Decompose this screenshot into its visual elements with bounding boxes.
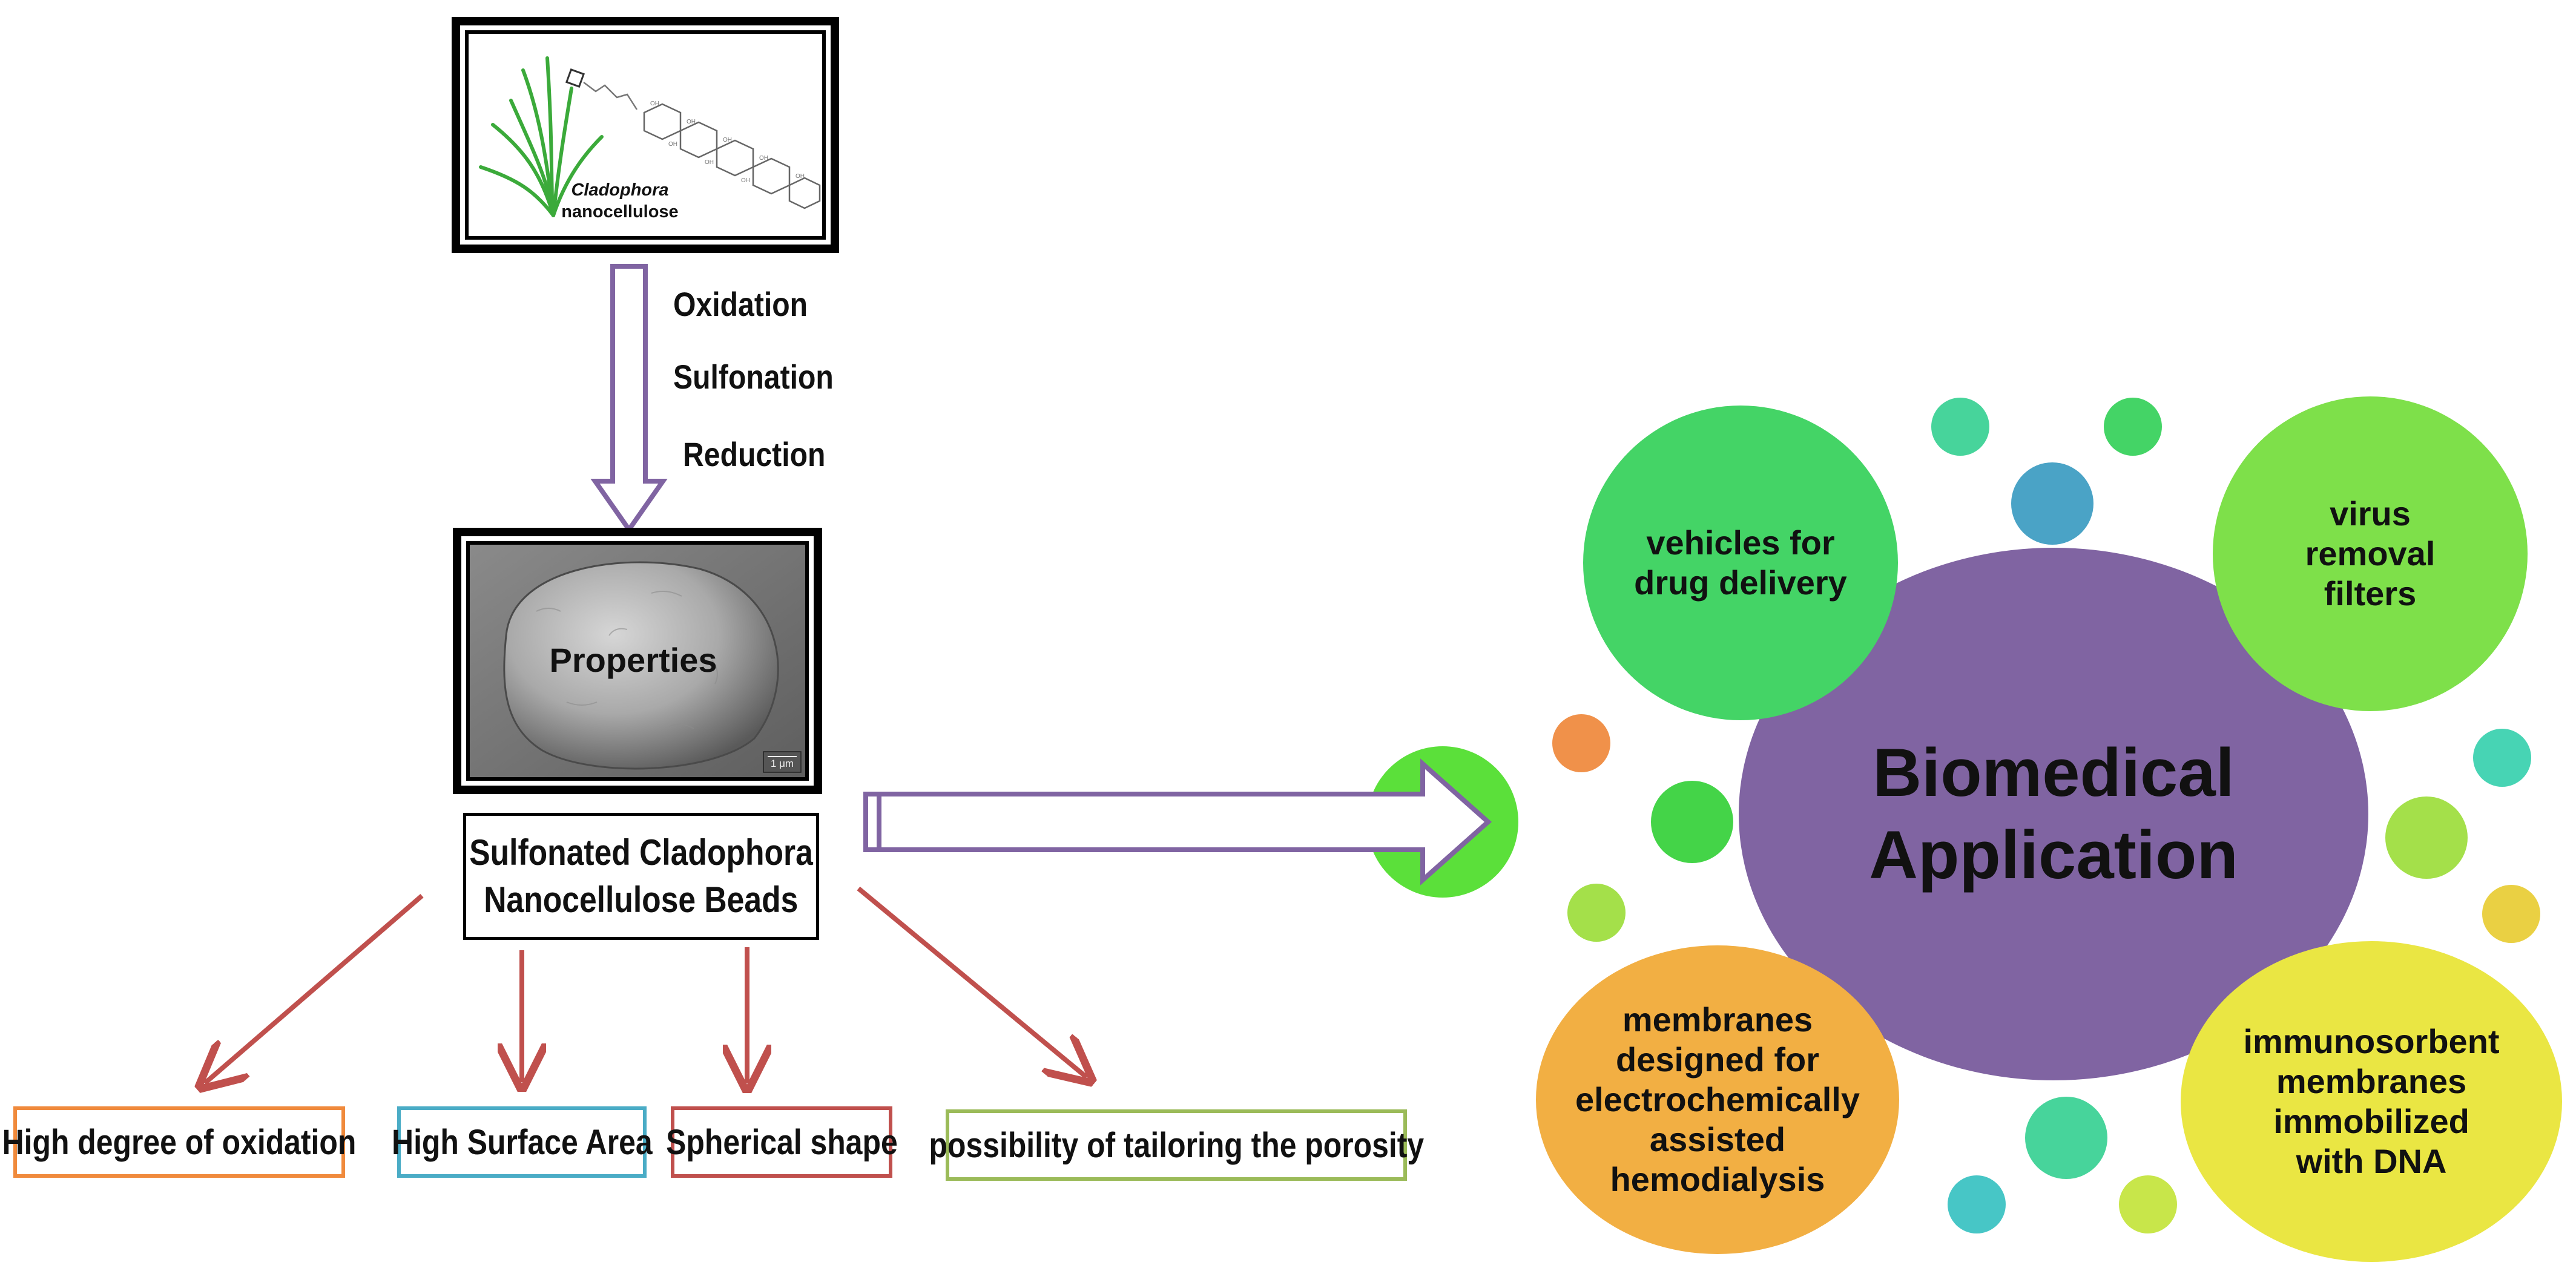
property-spherical-shape: Spherical shape (666, 1106, 897, 1178)
svg-text:OH: OH (668, 141, 677, 148)
immunosorbent-line-2: membranes (2276, 1062, 2467, 1100)
immunosorbent-line-3: immobilized (2273, 1102, 2469, 1140)
product-label-box: Sulfonated Cladophora Nanocellulose Bead… (463, 813, 819, 940)
hemodialysis-line-3: electrochemically (1575, 1080, 1860, 1118)
svg-text:OH: OH (705, 159, 714, 166)
property-surface-area: High Surface Area (392, 1106, 652, 1178)
drug-delivery-line-1: vehicles for (1646, 524, 1835, 562)
sem-image-inner: 1 μm Properties (466, 541, 809, 781)
biomedical-title-line-2: Application (1869, 817, 2238, 893)
process-down-arrow (590, 264, 668, 534)
satellite-virus-removal: virus removal filters (2213, 396, 2528, 711)
hemodialysis-line-1: membranes (1622, 1000, 1813, 1039)
sem-properties-label: Properties (549, 640, 717, 679)
property-label: possibility of tailoring the porosity (929, 1125, 1424, 1165)
immunosorbent-line-4: with DNA (2296, 1142, 2447, 1180)
svg-text:OH: OH (650, 100, 659, 107)
step-sulfonation: Sulfonation (673, 358, 834, 396)
svg-text:OH: OH (723, 137, 732, 143)
satellite-drug-delivery: vehicles for drug delivery (1583, 406, 1898, 720)
scale-bar-label: 1 μm (770, 758, 794, 769)
svg-text:OH: OH (741, 177, 750, 184)
product-label-line-1: Sulfonated Cladophora (469, 832, 813, 873)
step-reduction: Reduction (683, 435, 826, 473)
source-caption: Cladophora nanocellulose (559, 179, 680, 223)
property-tailoring-porosity: possibility of tailoring the porosity (929, 1109, 1424, 1181)
property-label: High Surface Area (391, 1122, 653, 1162)
virus-removal-line-3: filters (2324, 574, 2417, 613)
satellite-immunosorbent: immunosorbent membranes immobilized with… (2181, 941, 2562, 1262)
decorative-dots (1552, 398, 2540, 1233)
arrow-to-porosity (857, 886, 1087, 1077)
hemodialysis-line-5: hemodialysis (1610, 1160, 1825, 1198)
hemodialysis-line-4: assisted (1649, 1120, 1786, 1158)
step-oxidation: Oxidation (673, 285, 808, 323)
material-name: nanocellulose (561, 202, 679, 222)
source-card: OH OH OH OH OH OH OH OH Cladophora nanocellul… (452, 17, 839, 253)
hemodialysis-line-2: designed for (1615, 1040, 1820, 1079)
property-label: High degree of oxidation (2, 1122, 357, 1162)
virus-removal-line-2: removal (2305, 534, 2436, 573)
sem-image-card: 1 μm Properties (453, 528, 822, 794)
arrow-to-oxidation (205, 893, 424, 1083)
drug-delivery-line-2: drug delivery (1634, 563, 1847, 602)
property-label: Spherical shape (665, 1122, 898, 1162)
cladophora-illustration: OH OH OH OH OH OH OH OH (479, 56, 821, 217)
svg-text:OH: OH (687, 119, 696, 125)
source-card-inner: OH OH OH OH OH OH OH OH Cladophora nanocellul… (465, 30, 826, 240)
immunosorbent-line-1: immunosorbent (2243, 1022, 2500, 1060)
species-name: Cladophora (571, 180, 669, 200)
application-right-arrow (863, 758, 1492, 885)
satellite-hemodialysis: membranes designed for electrochemically… (1536, 945, 1899, 1254)
svg-text:OH: OH (759, 155, 768, 162)
virus-removal-line-1: virus (2330, 494, 2411, 533)
bead-micrograph (470, 545, 805, 777)
product-label-line-2: Nanocellulose Beads (484, 879, 799, 920)
biomedical-title-line-1: Biomedical (1873, 735, 2235, 810)
svg-text:OH: OH (796, 173, 805, 180)
property-high-oxidation: High degree of oxidation (2, 1106, 356, 1178)
